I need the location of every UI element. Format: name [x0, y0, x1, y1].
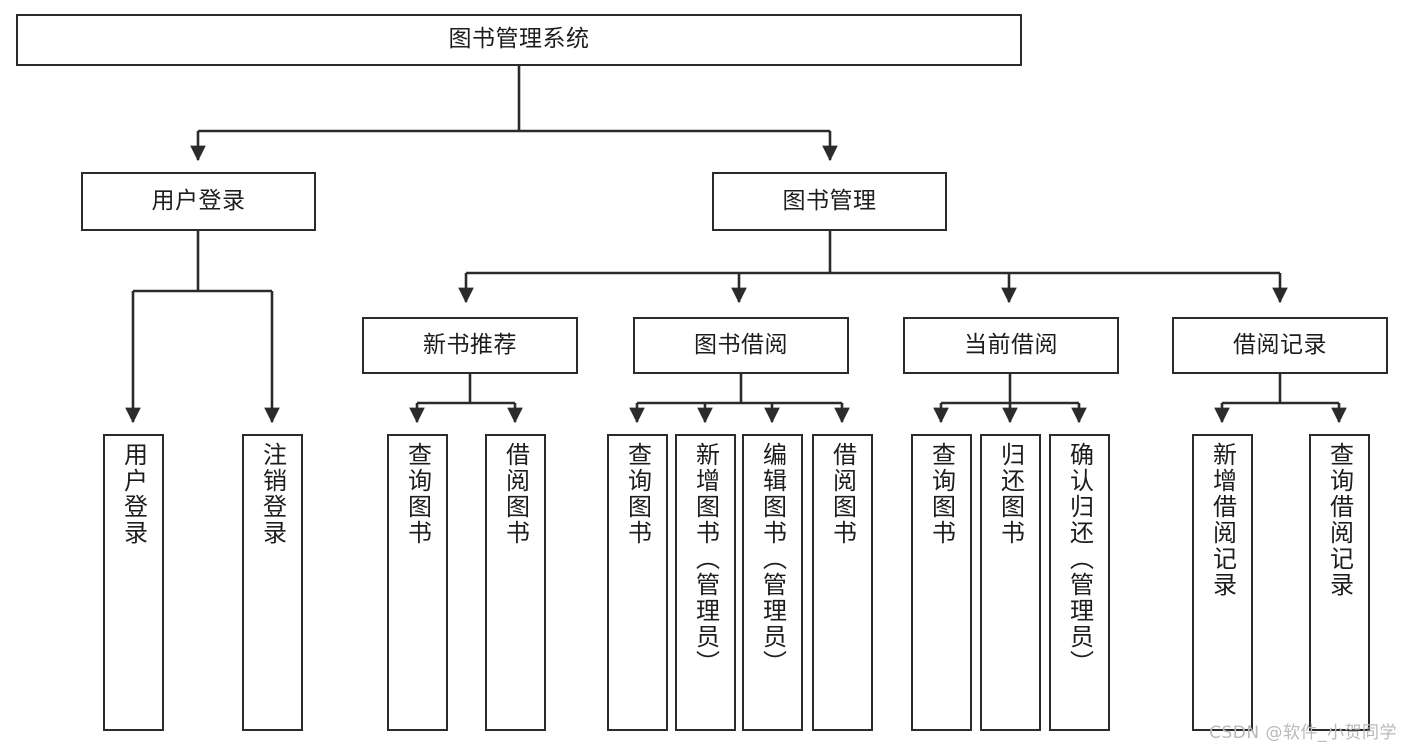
node-current-borrow[interactable]: 当前借阅 [903, 317, 1119, 374]
leaf-records-query[interactable]: 查询借阅记录 [1309, 434, 1370, 731]
leaf-current-query-label: 查询图书 [927, 442, 956, 546]
node-root-label: 图书管理系统 [448, 26, 590, 53]
leaf-new-books-query-label: 查询图书 [403, 442, 432, 546]
leaf-current-return[interactable]: 归还图书 [980, 434, 1041, 731]
leaf-current-confirm-return[interactable]: 确认归还（管理员） [1049, 434, 1110, 731]
leaf-records-add[interactable]: 新增借阅记录 [1192, 434, 1253, 731]
leaf-user-login-signin[interactable]: 用户登录 [103, 434, 164, 731]
node-book-borrow[interactable]: 图书借阅 [633, 317, 849, 374]
leaf-borrow-add-book[interactable]: 新增图书（管理员） [675, 434, 736, 731]
leaf-borrow-edit-book[interactable]: 编辑图书（管理员） [742, 434, 803, 731]
leaf-user-login-signout-label: 注销登录 [258, 442, 287, 546]
leaf-borrow-borrow-book[interactable]: 借阅图书 [812, 434, 873, 731]
leaf-borrow-add-book-label: 新增图书（管理员） [691, 442, 720, 676]
node-book-management-label: 图书管理 [782, 187, 877, 214]
watermark-text: CSDN @软件_小贺同学 [1209, 723, 1397, 743]
node-user-login-label: 用户登录 [151, 187, 246, 214]
leaf-new-books-query[interactable]: 查询图书 [387, 434, 448, 731]
node-book-borrow-label: 图书借阅 [694, 331, 788, 358]
leaf-current-confirm-return-label: 确认归还（管理员） [1065, 442, 1094, 676]
node-borrow-records[interactable]: 借阅记录 [1172, 317, 1388, 374]
leaf-user-login-signin-label: 用户登录 [119, 442, 148, 546]
node-borrow-records-label: 借阅记录 [1233, 331, 1327, 358]
node-new-book-recommend-label: 新书推荐 [423, 331, 517, 358]
leaf-current-return-label: 归还图书 [996, 442, 1025, 546]
node-user-login[interactable]: 用户登录 [81, 172, 316, 231]
leaf-user-login-signout[interactable]: 注销登录 [242, 434, 303, 731]
leaf-borrow-query-label: 查询图书 [623, 442, 652, 546]
node-new-book-recommend[interactable]: 新书推荐 [362, 317, 578, 374]
leaf-records-query-label: 查询借阅记录 [1325, 442, 1354, 598]
leaf-records-add-label: 新增借阅记录 [1208, 442, 1237, 598]
leaf-new-books-borrow[interactable]: 借阅图书 [485, 434, 546, 731]
leaf-borrow-query[interactable]: 查询图书 [607, 434, 668, 731]
node-current-borrow-label: 当前借阅 [964, 331, 1058, 358]
leaf-new-books-borrow-label: 借阅图书 [501, 442, 530, 546]
leaf-borrow-edit-book-label: 编辑图书（管理员） [758, 442, 787, 676]
node-book-management[interactable]: 图书管理 [712, 172, 947, 231]
node-root[interactable]: 图书管理系统 [16, 14, 1022, 66]
leaf-borrow-borrow-book-label: 借阅图书 [828, 442, 857, 546]
leaf-current-query[interactable]: 查询图书 [911, 434, 972, 731]
